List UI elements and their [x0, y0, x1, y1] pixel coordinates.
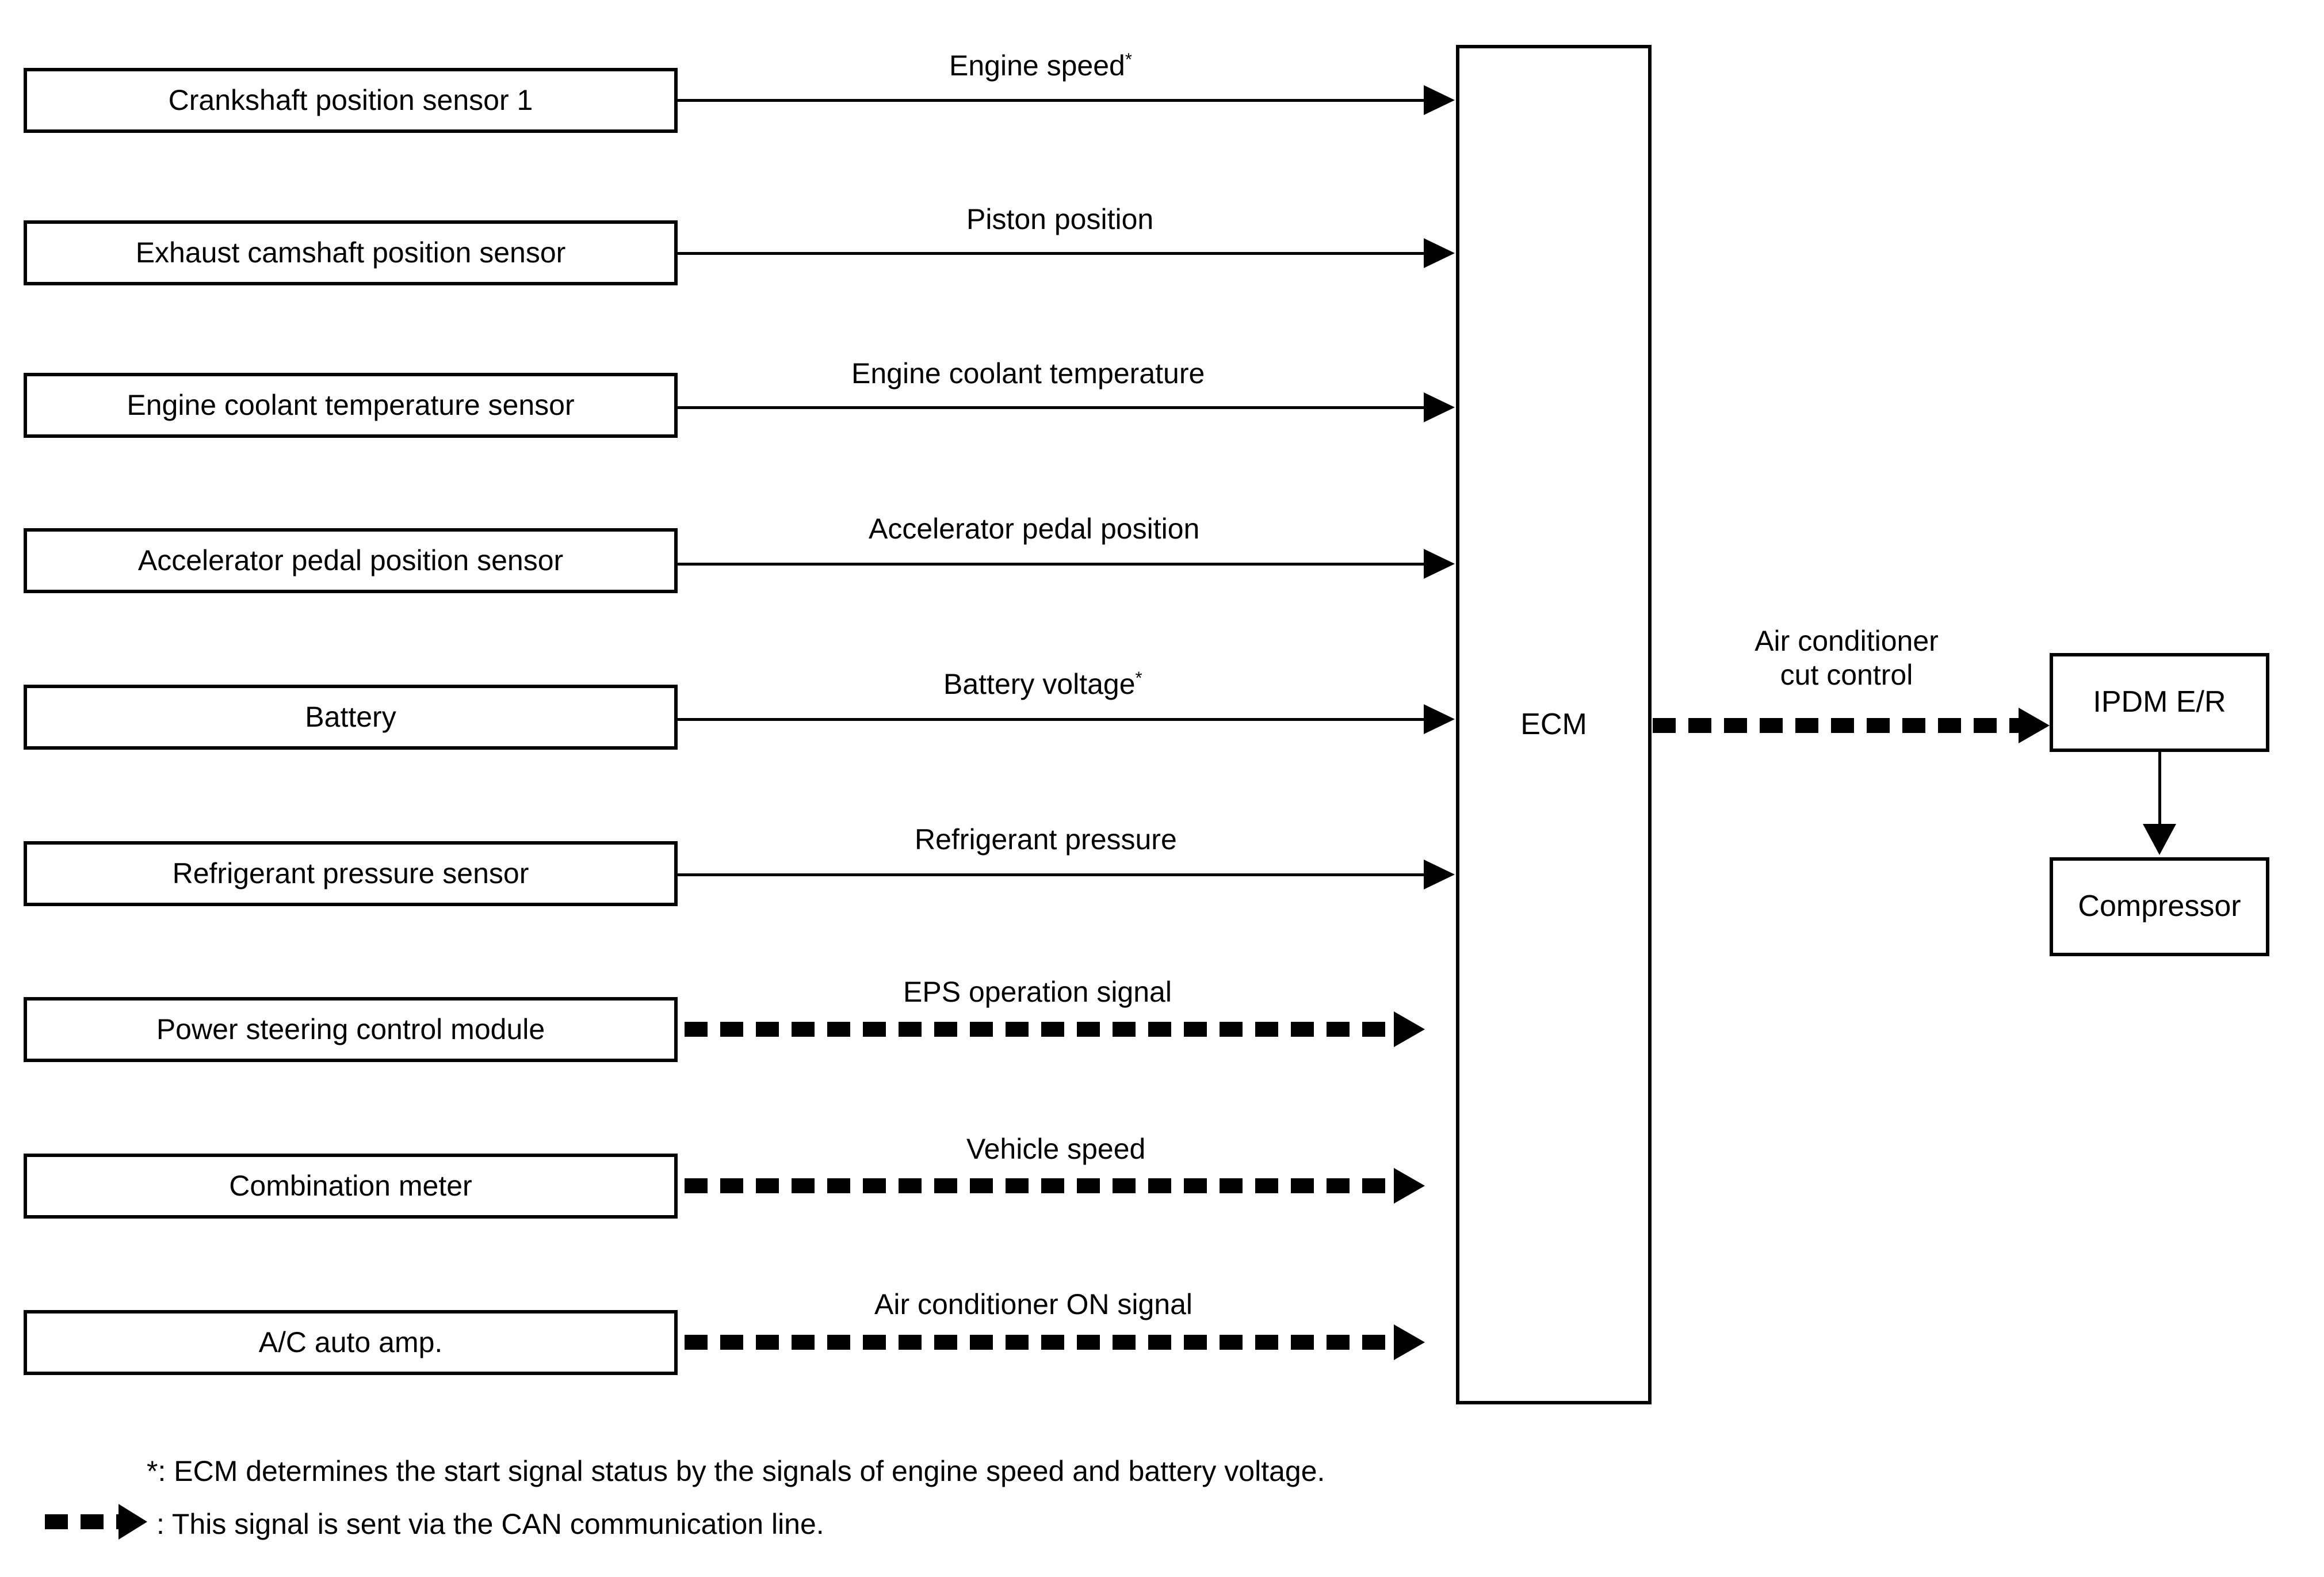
signal-text: Engine speed: [949, 49, 1125, 82]
node-label: Compressor: [2078, 889, 2241, 923]
can-wire-air-conditioner-on-signal: [685, 1324, 1425, 1360]
arrowhead-vehicle-speed: [1394, 1168, 1425, 1204]
node-engine-coolant-temperature-sensor[interactable]: Engine coolant temperature sensor: [24, 373, 678, 438]
wire-accelerator-pedal-position: [678, 563, 1424, 566]
node-compressor[interactable]: Compressor: [2050, 857, 2269, 956]
node-exhaust-camshaft-position-sensor[interactable]: Exhaust camshaft position sensor: [24, 220, 678, 285]
node-power-steering-control-module[interactable]: Power steering control module: [24, 997, 678, 1062]
signal-label-engine-speed: Engine speed*: [949, 49, 1132, 83]
wire-engine-coolant-temperature: [678, 406, 1424, 409]
node-crankshaft-position-sensor-1[interactable]: Crankshaft position sensor 1: [24, 68, 678, 133]
signal-label-battery-voltage: Battery voltage*: [943, 667, 1142, 701]
arrowhead-accelerator-pedal-position: [1424, 549, 1455, 579]
footnote-marker: *: [1135, 667, 1142, 688]
can-dash-bar: [1653, 718, 2020, 733]
can-wire-eps-operation-signal: [685, 1011, 1425, 1047]
wire-refrigerant-pressure: [678, 873, 1424, 876]
node-label: ECM: [1520, 707, 1587, 741]
footnote-can-text: : This signal is sent via the CAN commun…: [156, 1508, 824, 1540]
signal-label-air-conditioner-cut-control: Air conditioner cut control: [1714, 624, 1979, 692]
signal-text: Air conditioner ON signal: [874, 1288, 1193, 1320]
can-wire-air-conditioner-cut-control: [1653, 708, 2050, 743]
node-label: Accelerator pedal position sensor: [137, 544, 564, 576]
signal-text: Vehicle speed: [966, 1133, 1146, 1165]
arrowhead-refrigerant-pressure: [1424, 860, 1455, 889]
arrowhead-air-conditioner-cut-control: [2019, 708, 2050, 743]
signal-label-air-conditioner-on-signal: Air conditioner ON signal: [874, 1288, 1192, 1322]
node-ac-auto-amp[interactable]: A/C auto amp.: [24, 1310, 678, 1375]
footnote-marker: *: [1125, 49, 1132, 70]
footnote-asterisk-text: : ECM determines the start signal status…: [158, 1455, 1325, 1487]
footnote-asterisk: *: ECM determines the start signal statu…: [147, 1454, 1325, 1488]
arrowhead-ipdm-to-compressor: [2143, 824, 2176, 855]
node-label: Refrigerant pressure sensor: [172, 857, 529, 889]
node-accelerator-pedal-position-sensor[interactable]: Accelerator pedal position sensor: [24, 528, 678, 593]
signal-text: Engine coolant temperature: [851, 357, 1205, 390]
node-label: Power steering control module: [156, 1013, 545, 1045]
wire-ipdm-to-compressor: [2158, 752, 2161, 827]
arrowhead-eps-operation-signal: [1394, 1011, 1425, 1047]
footnote-can-legend: : This signal is sent via the CAN commun…: [156, 1507, 824, 1541]
node-refrigerant-pressure-sensor[interactable]: Refrigerant pressure sensor: [24, 841, 678, 906]
can-dash-bar: [685, 1178, 1395, 1193]
signal-text: Refrigerant pressure: [915, 823, 1177, 856]
node-ecm[interactable]: ECM: [1456, 45, 1652, 1404]
signal-label-accelerator-pedal-position: Accelerator pedal position: [869, 512, 1199, 546]
signal-text: Accelerator pedal position: [869, 513, 1200, 545]
signal-label-engine-coolant-temperature: Engine coolant temperature: [851, 357, 1205, 391]
arrowhead-battery-voltage: [1424, 704, 1455, 734]
signal-text: Battery voltage: [943, 668, 1136, 700]
arrowhead-engine-coolant-temperature: [1424, 392, 1455, 422]
can-dash-bar: [685, 1335, 1395, 1350]
can-dash-bar: [685, 1022, 1395, 1037]
node-label: Crankshaft position sensor 1: [168, 83, 533, 116]
signal-label-piston-position: Piston position: [966, 203, 1153, 236]
node-label: IPDM E/R: [2093, 685, 2226, 719]
arrowhead-legend: [119, 1504, 147, 1540]
wire-battery-voltage: [678, 718, 1424, 721]
signal-text-line2: cut control: [1780, 659, 1913, 691]
node-label: Battery: [305, 700, 396, 733]
arrowhead-piston-position: [1424, 238, 1455, 268]
wire-piston-position: [678, 252, 1424, 255]
node-combination-meter[interactable]: Combination meter: [24, 1154, 678, 1219]
can-dash-bar: [45, 1514, 120, 1529]
footnote-asterisk-marker: *: [147, 1455, 158, 1487]
can-wire-vehicle-speed: [685, 1168, 1425, 1204]
arrowhead-engine-speed: [1424, 85, 1455, 115]
legend-can-arrow-icon: [45, 1504, 147, 1540]
arrowhead-air-conditioner-on-signal: [1394, 1324, 1425, 1360]
signal-label-refrigerant-pressure: Refrigerant pressure: [915, 823, 1177, 857]
signal-label-vehicle-speed: Vehicle speed: [966, 1132, 1145, 1166]
signal-label-eps-operation-signal: EPS operation signal: [903, 975, 1172, 1009]
node-label: Exhaust camshaft position sensor: [135, 236, 566, 269]
node-label: Combination meter: [229, 1169, 472, 1202]
signal-text: Piston position: [966, 203, 1154, 235]
node-battery[interactable]: Battery: [24, 685, 678, 750]
node-label: Engine coolant temperature sensor: [127, 388, 575, 421]
signal-text: EPS operation signal: [903, 976, 1172, 1008]
signal-text-line1: Air conditioner: [1755, 625, 1939, 657]
node-label: A/C auto amp.: [258, 1326, 443, 1358]
wire-engine-speed: [678, 99, 1424, 102]
node-ipdm-er[interactable]: IPDM E/R: [2050, 653, 2269, 752]
